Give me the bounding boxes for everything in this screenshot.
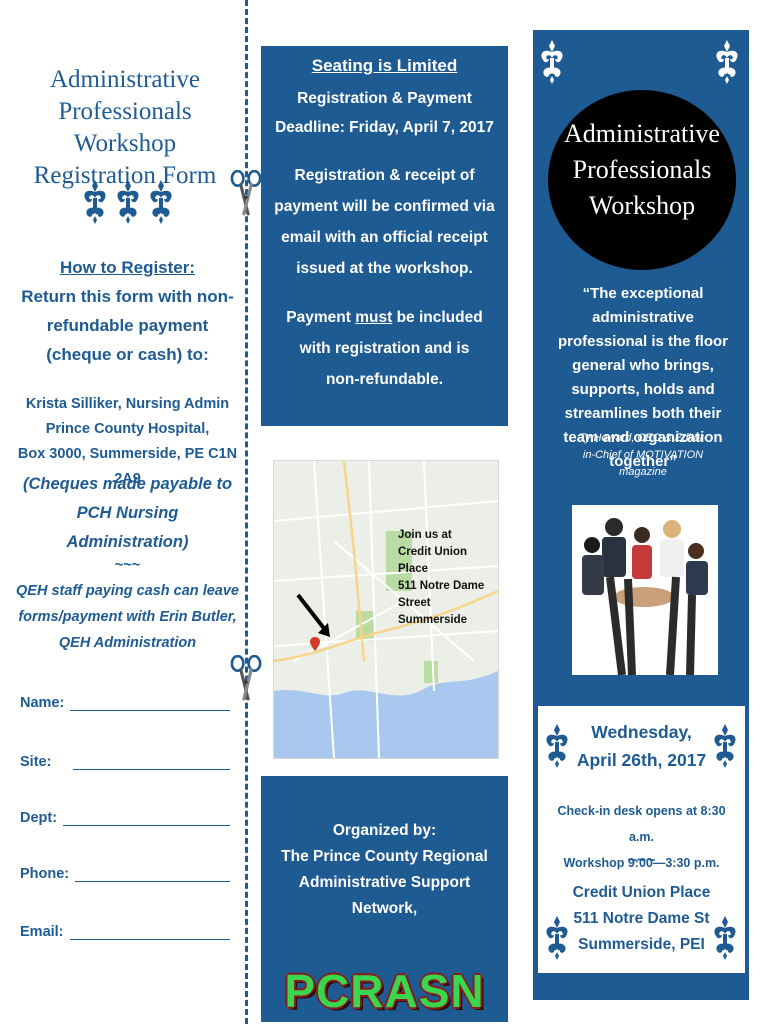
map-text-line: Credit Union Place xyxy=(398,546,467,575)
deadline-line: Deadline: Friday, April 7, 2017 xyxy=(275,119,494,136)
cut-line-divider xyxy=(245,0,248,1024)
venue-line: 511 Notre Dame St xyxy=(573,910,710,927)
workshop-title: Administrative Professionals Workshop xyxy=(564,119,720,220)
scissors-icon xyxy=(230,655,262,701)
event-details-box: Wednesday, April 26th, 2017 Check-in des… xyxy=(538,706,745,973)
arrow-icon xyxy=(296,593,330,637)
how-to-heading: How to Register: xyxy=(59,258,196,277)
event-date-day: April 26th, 2017 xyxy=(576,750,707,770)
deadline-line: Registration & Payment xyxy=(297,90,472,107)
ornament-row xyxy=(80,178,176,224)
map-pin-icon xyxy=(310,637,320,651)
event-times: Check-in desk opens at 8:30 a.m. Worksho… xyxy=(548,798,735,876)
how-to-text: Return this form with non-refundable pay… xyxy=(21,287,234,364)
address-line: Box 3000, Summerside, PE C1N 2A9 xyxy=(17,446,238,487)
quote-attribution: Ty Howard, CEO & Editor-in-Chief of MOTI… xyxy=(579,432,707,478)
fleur-ornament-icon xyxy=(146,178,176,224)
phone-label: Phone: xyxy=(20,866,70,882)
address-line: Krista Silliker, Nursing Admin xyxy=(25,396,230,412)
name-label: Name: xyxy=(20,695,65,711)
map-join-text: Join us at Credit Union Place 511 Notre … xyxy=(398,527,498,629)
site-label: Site: xyxy=(20,754,52,770)
site-field[interactable]: Site: xyxy=(20,754,230,770)
event-date-weekday: Wednesday, xyxy=(591,722,692,742)
tilde-separator: ~~~ xyxy=(627,852,656,869)
phone-field[interactable]: Phone: xyxy=(20,866,230,882)
site-input-line[interactable] xyxy=(73,755,230,770)
checkin-time: Check-in desk opens at 8:30 a.m. xyxy=(557,804,726,844)
payment-text: Payment must be included with registrati… xyxy=(281,302,488,395)
confirmation-text: Registration & receipt of payment will b… xyxy=(274,167,495,277)
map-text-line: Summerside xyxy=(398,614,468,626)
venue-line: Credit Union Place xyxy=(572,884,711,901)
map-text-line: Join us at xyxy=(398,529,452,541)
organizer-name: The Prince County Regional Administrativ… xyxy=(281,848,488,917)
registration-info-panel: Seating is Limited Registration & Paymen… xyxy=(261,46,508,426)
mailing-address: Krista Silliker, Nursing Admin Prince Co… xyxy=(15,392,240,492)
email-input-line[interactable] xyxy=(69,925,230,940)
fleur-ornament-icon xyxy=(712,38,742,84)
dept-label: Dept: xyxy=(20,810,58,826)
fleur-ornament-icon xyxy=(113,178,143,224)
venue-line: Summerside, PEI xyxy=(578,936,705,953)
seating-limited: Seating is Limited xyxy=(311,56,458,75)
map-text-line: 511 Notre Dame Street xyxy=(398,580,485,609)
organized-by-label: Organized by: xyxy=(332,822,437,839)
team-photo-graphic xyxy=(572,505,718,676)
name-field[interactable]: Name: xyxy=(20,695,230,711)
team-photo xyxy=(572,505,718,676)
fleur-ornament-icon xyxy=(537,38,567,84)
dept-input-line[interactable] xyxy=(63,811,230,826)
workshop-time: Workshop 9:00—3:30 p.m. xyxy=(563,856,720,870)
how-to-register: How to Register: Return this form with n… xyxy=(15,253,240,369)
phone-input-line[interactable] xyxy=(75,867,230,882)
tilde-separator: ~~~ xyxy=(114,557,141,573)
organizer-panel: Organized by: The Prince County Regional… xyxy=(261,776,508,1022)
name-input-line[interactable] xyxy=(70,696,230,711)
qeh-note-block: ~~~ QEH staff paying cash can leave form… xyxy=(15,552,240,656)
payment-must: must xyxy=(355,309,393,326)
cheques-note: (Cheques made payable to PCH Nursing Adm… xyxy=(22,475,233,551)
address-line: Prince County Hospital, xyxy=(45,421,210,437)
title-oval: Administrative Professionals Workshop xyxy=(548,90,736,270)
qeh-note: QEH staff paying cash can leave forms/pa… xyxy=(16,583,239,651)
payment-text-pre: Payment xyxy=(286,309,356,326)
dept-field[interactable]: Dept: xyxy=(20,810,230,826)
location-map: Join us at Credit Union Place 511 Notre … xyxy=(273,460,499,759)
fleur-ornament-icon xyxy=(80,178,110,224)
email-field[interactable]: Email: xyxy=(20,924,230,940)
venue-address: Credit Union Place 511 Notre Dame St Sum… xyxy=(568,880,715,958)
email-label: Email: xyxy=(20,924,64,940)
quote-text: “The exceptional administrative professi… xyxy=(557,285,729,470)
payment-text-post: be included with registration and is non… xyxy=(299,309,483,388)
pcrasn-logo: PCRASN xyxy=(284,965,485,1017)
registration-form-title: Administrative Professionals Workshop Re… xyxy=(33,66,217,189)
event-date: Wednesday, April 26th, 2017 xyxy=(568,718,715,774)
